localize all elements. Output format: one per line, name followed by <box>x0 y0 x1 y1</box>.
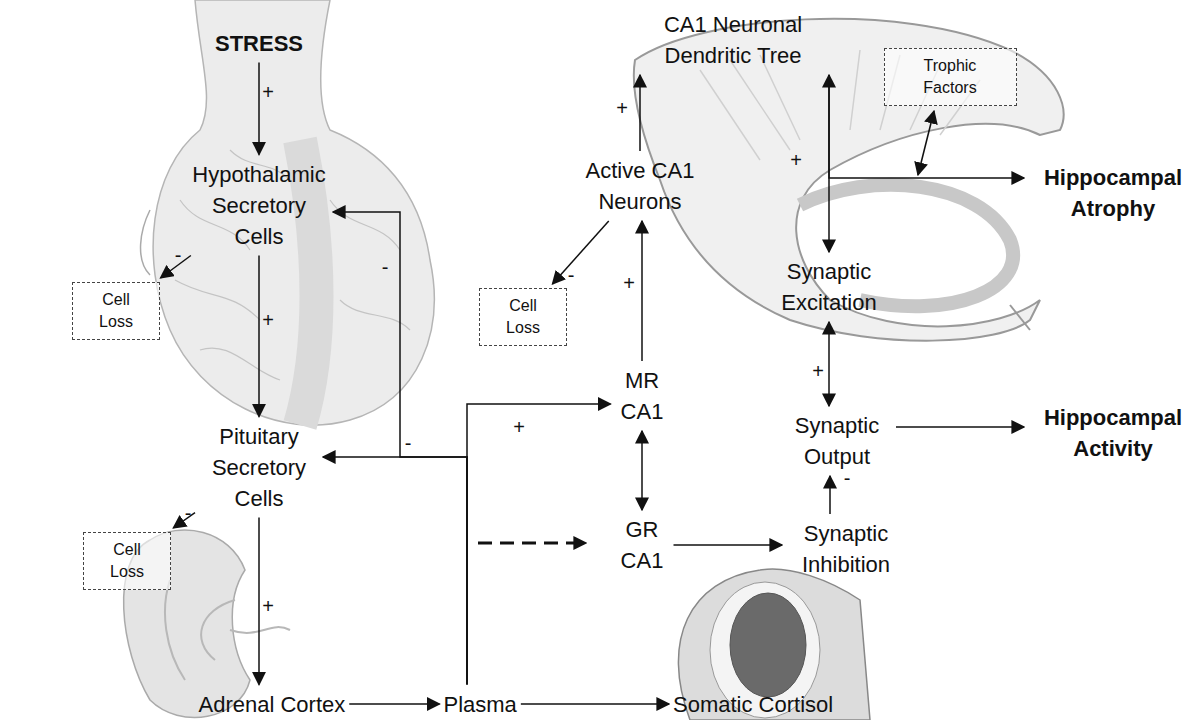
dentate-gyrus <box>800 185 1013 306</box>
process-label: Synaptic Inhibition <box>786 518 906 580</box>
connector-arrow <box>639 75 641 151</box>
sign-label: - <box>185 503 192 523</box>
sign-label: + <box>262 82 274 102</box>
node-text: Synaptic Output <box>782 410 892 472</box>
connector-arrow <box>674 544 783 546</box>
edge-group <box>161 63 1024 705</box>
dashed-box: Trophic Factors <box>884 48 1017 106</box>
process-label: Active CA1 Neurons <box>580 155 700 217</box>
node-text: Somatic Cortisol <box>673 689 833 720</box>
node-text: Synaptic Excitation <box>764 256 894 318</box>
dashed-box: Cell Loss <box>72 282 160 340</box>
node-text: Adrenal Cortex <box>199 689 346 720</box>
receptor-label: GR CA1 <box>615 514 670 576</box>
connector-arrow <box>552 221 608 284</box>
sign-label: - <box>405 433 412 453</box>
node-text: Cell Loss <box>85 289 147 333</box>
connector-arrow <box>349 703 439 705</box>
heart-chamber <box>730 593 806 697</box>
node-text: CA1 Neuronal Dendritic Tree <box>633 9 833 71</box>
node-text: Active CA1 Neurons <box>580 155 700 217</box>
dashed-arrow <box>478 542 586 545</box>
process-label: Pituitary Secretory Cells <box>199 421 319 514</box>
node-text: Trophic Factors <box>905 55 996 99</box>
vessel-line <box>141 210 150 275</box>
node-text: Hypothalamic Secretory Cells <box>189 159 329 252</box>
sign-label: + <box>790 150 802 170</box>
process-label: Synaptic Output <box>782 410 892 472</box>
outcome-label: Hippocampal Activity <box>1028 402 1198 464</box>
node-text: MR CA1 <box>615 365 670 427</box>
connector-arrow <box>829 476 831 514</box>
node-text: Pituitary Secretory Cells <box>199 421 319 514</box>
fimbria-line <box>1010 305 1030 330</box>
sign-label: + <box>812 361 824 381</box>
node-text: STRESS <box>215 28 303 59</box>
connector-arrow <box>828 322 830 406</box>
process-label: Plasma <box>444 689 517 720</box>
node-text: Cell Loss <box>96 539 158 583</box>
dashed-box: Cell Loss <box>479 288 567 346</box>
connector-arrow <box>467 404 611 685</box>
connector-arrow <box>258 518 260 685</box>
process-label: Adrenal Cortex <box>199 689 346 720</box>
process-label: Hypothalamic Secretory Cells <box>189 159 329 252</box>
sign-label: + <box>623 273 635 293</box>
receptor-label: MR CA1 <box>615 365 670 427</box>
stress-label: STRESS <box>215 28 303 59</box>
connector-arrow <box>896 426 1024 428</box>
sign-label: - <box>568 265 575 285</box>
kidney-vessels <box>165 580 290 680</box>
node-text: Hippocampal Activity <box>1028 402 1198 464</box>
cell-network <box>175 150 410 380</box>
sign-label: + <box>616 98 628 118</box>
process-label: Somatic Cortisol <box>673 689 833 720</box>
connector-arrow <box>641 431 643 510</box>
sign-label: - <box>844 468 851 488</box>
node-text: Plasma <box>444 689 517 720</box>
connector-arrow <box>173 513 195 528</box>
node-text: Synaptic Inhibition <box>786 518 906 580</box>
sign-label: - <box>382 257 389 277</box>
sign-label: + <box>262 310 274 330</box>
dashed-box: Cell Loss <box>83 532 171 590</box>
connector-arrow <box>258 63 260 155</box>
node-text: GR CA1 <box>615 514 670 576</box>
node-text: Hippocampal Atrophy <box>1028 162 1198 224</box>
sign-label: - <box>175 245 182 265</box>
double-arrow <box>918 111 934 175</box>
connector-arrow <box>521 703 669 705</box>
connector-arrow <box>323 457 467 685</box>
process-label: Synaptic Excitation <box>764 256 894 318</box>
sign-label: + <box>262 596 274 616</box>
process-label: CA1 Neuronal Dendritic Tree <box>633 9 833 71</box>
sign-label: + <box>513 417 525 437</box>
connector-arrow <box>333 212 467 685</box>
connector-arrow <box>641 221 643 361</box>
connector-arrow <box>258 256 260 417</box>
outcome-label: Hippocampal Atrophy <box>1028 162 1198 224</box>
node-text: Cell Loss <box>492 295 554 339</box>
